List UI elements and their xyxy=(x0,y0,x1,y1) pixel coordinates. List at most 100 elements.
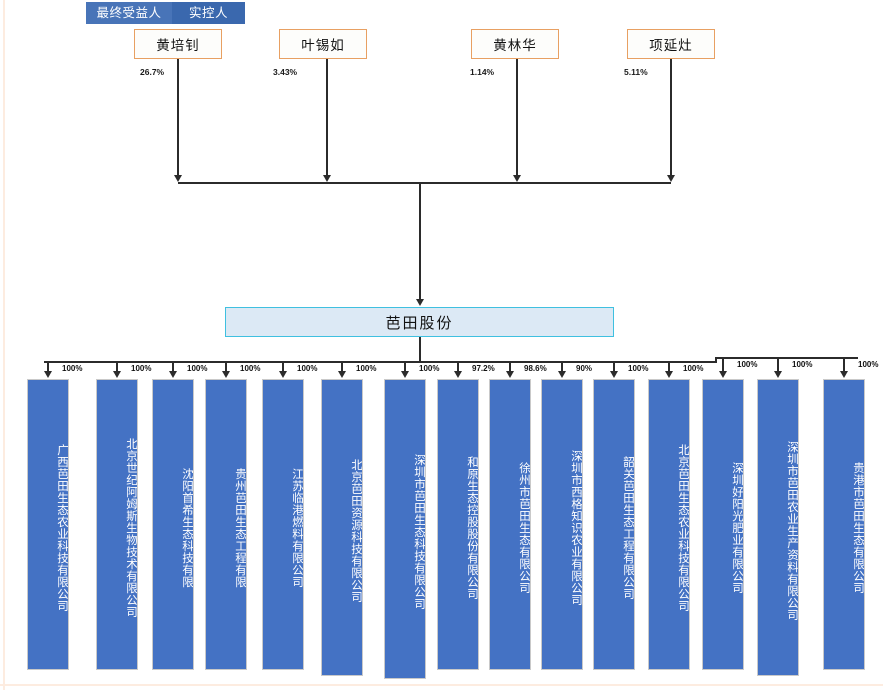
subsidiary-label: 北京芭田资源科技有限公司 xyxy=(350,458,362,603)
subsidiary-pct-12: 100% xyxy=(683,364,704,373)
subsidiary-arrow-2 xyxy=(112,371,121,378)
central-stem-arrow xyxy=(415,299,424,306)
owner-connector-1 xyxy=(177,59,179,176)
subsidiary-arrow-6 xyxy=(337,371,346,378)
subsidiary-pct-7: 100% xyxy=(419,364,440,373)
subsidiary-label: 深圳市芭田农业生产资料有限公司 xyxy=(786,440,798,621)
subsidiary-connector-15 xyxy=(843,357,845,372)
subsidiary-connector-13 xyxy=(722,357,724,372)
subsidiary-connector-8 xyxy=(457,361,459,372)
page-edge-left xyxy=(3,0,5,690)
owner-arrow-1 xyxy=(173,175,182,182)
owner-connector-2 xyxy=(326,59,328,176)
subsidiary-bus-right xyxy=(716,357,858,359)
subsidiary-label: 深圳市西格知识农业有限公司 xyxy=(570,449,582,606)
subsidiary-label: 贵州芭田生态工程有限 xyxy=(234,467,246,588)
subsidiary-pct-1: 100% xyxy=(62,364,83,373)
subsidiary-connector-3 xyxy=(172,361,174,372)
subsidiary-box-12: 北京芭田生态农业科技有限公司 xyxy=(648,379,690,670)
owner-connector-4 xyxy=(670,59,672,176)
subsidiary-label: 和原生态控股股份有限公司 xyxy=(466,455,478,600)
subsidiary-box-15: 贵港市芭田生态有限公司 xyxy=(823,379,865,670)
subsidiary-label: 北京世纪阿姆斯生物技术有限公司 xyxy=(125,437,137,618)
owner-pct-4: 5.11% xyxy=(624,67,648,77)
subsidiary-pct-15: 100% xyxy=(858,360,879,369)
owner-connector-3 xyxy=(516,59,518,176)
subsidiary-connector-2 xyxy=(116,361,118,372)
subsidiary-label: 韶关芭田生态工程有限公司 xyxy=(622,455,634,600)
subsidiary-arrow-8 xyxy=(453,371,462,378)
subsidiary-pct-11: 100% xyxy=(628,364,649,373)
owner-pct-1: 26.7% xyxy=(140,67,165,77)
header-tab-2: 实控人 xyxy=(172,2,245,24)
subsidiary-box-9: 徐州市芭田生态有限公司 xyxy=(489,379,531,670)
subsidiary-connector-1 xyxy=(47,361,49,372)
subsidiary-label: 深圳市芭田生态科技有限公司 xyxy=(413,454,425,610)
owner-box-2: 叶锡如 xyxy=(279,29,367,59)
subsidiary-arrow-4 xyxy=(221,371,230,378)
subsidiary-connector-12 xyxy=(668,361,670,372)
subsidiary-box-11: 韶关芭田生态工程有限公司 xyxy=(593,379,635,670)
page-edge-bottom xyxy=(0,684,883,686)
subsidiary-arrow-13 xyxy=(718,371,727,378)
subsidiary-box-7: 深圳市芭田生态科技有限公司 xyxy=(384,379,426,679)
owner-arrow-3 xyxy=(512,175,521,182)
subsidiary-box-3: 沈阳首希生态科技有限 xyxy=(152,379,194,670)
subsidiary-pct-13: 100% xyxy=(737,360,758,369)
owner-box-4: 项延灶 xyxy=(627,29,715,59)
subsidiary-label: 江苏临港燃料有限公司 xyxy=(291,467,303,588)
subsidiary-arrow-7 xyxy=(400,371,409,378)
owner-pct-2: 3.43% xyxy=(273,67,298,77)
subsidiary-connector-10 xyxy=(561,361,563,372)
subsidiary-label: 北京芭田生态农业科技有限公司 xyxy=(677,443,689,612)
subsidiary-box-13: 深圳好阳光肥业有限公司 xyxy=(702,379,744,670)
subsidiary-pct-14: 100% xyxy=(792,360,813,369)
subsidiary-connector-14 xyxy=(777,357,779,372)
owner-box-1: 黄培钊 xyxy=(134,29,222,59)
subsidiary-connector-5 xyxy=(282,361,284,372)
subsidiary-pct-9: 98.6% xyxy=(524,364,547,373)
subsidiary-arrow-11 xyxy=(609,371,618,378)
subsidiary-arrow-5 xyxy=(278,371,287,378)
owner-arrow-4 xyxy=(666,175,675,182)
subsidiary-box-10: 深圳市西格知识农业有限公司 xyxy=(541,379,583,670)
subsidiary-arrow-15 xyxy=(839,371,848,378)
subsidiary-pct-3: 100% xyxy=(187,364,208,373)
central-company-box: 芭田股份 xyxy=(225,307,614,337)
subsidiary-pct-5: 100% xyxy=(297,364,318,373)
subsidiary-stem-line xyxy=(419,337,421,361)
subsidiary-arrow-14 xyxy=(773,371,782,378)
subsidiary-arrow-1 xyxy=(43,371,52,378)
subsidiary-arrow-10 xyxy=(557,371,566,378)
subsidiary-box-8: 和原生态控股股份有限公司 xyxy=(437,379,479,670)
owner-box-3: 黄林华 xyxy=(471,29,559,59)
subsidiary-box-4: 贵州芭田生态工程有限 xyxy=(205,379,247,670)
central-stem-line xyxy=(419,182,421,300)
subsidiary-connector-9 xyxy=(509,361,511,372)
owner-bus-line xyxy=(178,182,671,184)
subsidiary-pct-8: 97.2% xyxy=(472,364,495,373)
subsidiary-pct-2: 100% xyxy=(131,364,152,373)
owner-pct-3: 1.14% xyxy=(470,67,495,77)
subsidiary-pct-10: 90% xyxy=(576,364,593,373)
subsidiary-connector-11 xyxy=(613,361,615,372)
subsidiary-label: 沈阳首希生态科技有限 xyxy=(181,467,193,588)
subsidiary-box-5: 江苏临港燃料有限公司 xyxy=(262,379,304,670)
subsidiary-bus-step xyxy=(715,357,717,363)
subsidiary-connector-4 xyxy=(225,361,227,372)
owner-arrow-2 xyxy=(322,175,331,182)
subsidiary-connector-7 xyxy=(404,361,406,372)
subsidiary-arrow-9 xyxy=(505,371,514,378)
subsidiary-pct-6: 100% xyxy=(356,364,377,373)
subsidiary-connector-6 xyxy=(341,361,343,372)
subsidiary-box-2: 北京世纪阿姆斯生物技术有限公司 xyxy=(96,379,138,670)
subsidiary-box-14: 深圳市芭田农业生产资料有限公司 xyxy=(757,379,799,676)
subsidiary-box-6: 北京芭田资源科技有限公司 xyxy=(321,379,363,676)
subsidiary-arrow-3 xyxy=(168,371,177,378)
subsidiary-box-1: 广西芭田生态农业科技有限公司 xyxy=(27,379,69,670)
subsidiary-label: 贵港市芭田生态有限公司 xyxy=(852,461,864,594)
subsidiary-arrow-12 xyxy=(664,371,673,378)
subsidiary-bus-left xyxy=(44,361,716,363)
subsidiary-label: 深圳好阳光肥业有限公司 xyxy=(731,461,743,594)
